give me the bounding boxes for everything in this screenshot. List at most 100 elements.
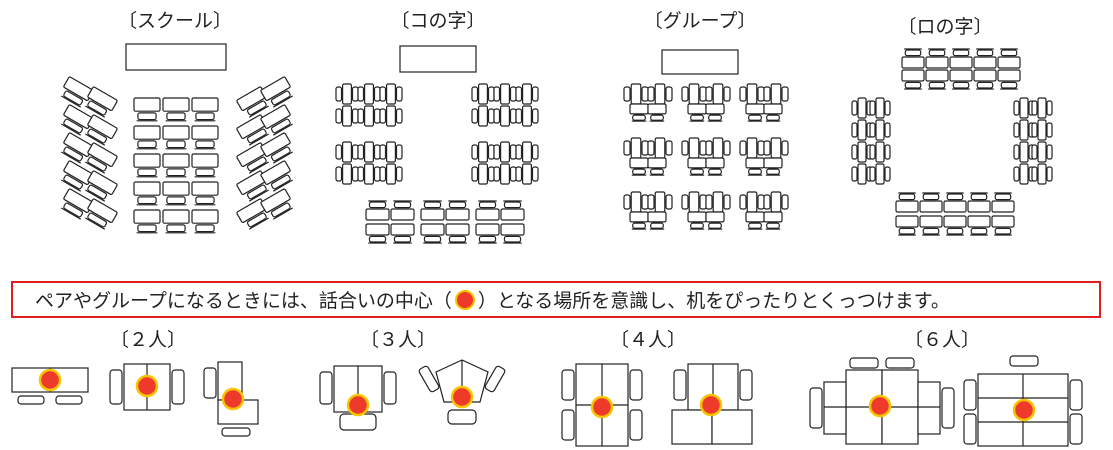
school-desk bbox=[191, 97, 219, 122]
desk-top bbox=[1037, 141, 1047, 163]
chair-seat bbox=[509, 166, 517, 182]
chair-seat bbox=[1013, 144, 1020, 160]
chair-seat bbox=[1031, 122, 1038, 138]
chair-seat bbox=[928, 81, 946, 89]
group-desk bbox=[745, 211, 765, 230]
school-desk bbox=[133, 97, 161, 122]
group-desk bbox=[763, 157, 783, 176]
chair-seat bbox=[195, 168, 215, 177]
ko-desk bbox=[335, 163, 359, 185]
ko-desk bbox=[335, 83, 359, 105]
ko-desk bbox=[357, 163, 381, 185]
ko-desk-bottom bbox=[475, 200, 500, 221]
chair-seat bbox=[884, 144, 891, 160]
group-layout bbox=[623, 83, 789, 230]
ro-desk-right bbox=[1031, 119, 1053, 141]
school-desk bbox=[191, 209, 219, 234]
school-desk-right bbox=[260, 160, 293, 192]
school-desk-left bbox=[85, 198, 118, 230]
chair-seat bbox=[137, 140, 157, 149]
desk-top bbox=[687, 157, 707, 169]
chair-seat bbox=[487, 166, 495, 182]
chair-back bbox=[272, 151, 293, 164]
desk-top bbox=[630, 83, 642, 105]
center-dot bbox=[868, 394, 892, 418]
chair-seat bbox=[379, 144, 387, 160]
desk-top bbox=[712, 137, 724, 159]
chair-seat bbox=[1013, 166, 1020, 182]
chair-seat bbox=[87, 100, 108, 116]
chair-seat bbox=[447, 409, 477, 425]
chair-seat bbox=[708, 168, 722, 175]
desk-top bbox=[341, 141, 353, 163]
desk-top bbox=[875, 119, 885, 141]
desk-top bbox=[647, 103, 667, 115]
chair-seat bbox=[869, 166, 876, 182]
chair-seat bbox=[335, 86, 343, 102]
desk-top bbox=[191, 181, 219, 196]
ro-desk-left bbox=[851, 97, 873, 119]
chair-seat bbox=[561, 409, 575, 441]
ko-desk bbox=[335, 105, 359, 127]
school-desk-right bbox=[260, 132, 293, 164]
chair-seat bbox=[781, 140, 789, 156]
center-dot bbox=[590, 395, 614, 419]
chair-seat bbox=[63, 146, 84, 162]
chair-seat bbox=[766, 168, 780, 175]
chair-seat bbox=[1069, 379, 1083, 411]
chair-seat bbox=[705, 140, 713, 156]
desk-top bbox=[901, 56, 925, 69]
ro-desk-right bbox=[1031, 163, 1053, 185]
desk-top bbox=[770, 137, 782, 159]
chair-seat bbox=[171, 369, 185, 405]
chair-seat bbox=[1046, 100, 1053, 116]
desk-top bbox=[967, 215, 991, 228]
ko-desk-bottom bbox=[390, 223, 415, 244]
label-six-people: 〔６人〕 bbox=[903, 329, 981, 351]
chair-seat bbox=[941, 387, 955, 429]
chair-seat bbox=[851, 100, 858, 116]
chair-seat bbox=[681, 86, 689, 102]
ro-desk-bottom bbox=[943, 215, 967, 236]
chair-seat bbox=[970, 193, 988, 201]
desk-top bbox=[87, 142, 118, 168]
desk-top bbox=[445, 208, 470, 221]
desk-top bbox=[499, 105, 511, 127]
chair-seat bbox=[869, 144, 876, 160]
school-desk-left bbox=[61, 104, 94, 136]
desk-top bbox=[943, 200, 967, 213]
chair-seat bbox=[757, 140, 765, 156]
chair-seat bbox=[1000, 49, 1018, 57]
center-dot bbox=[346, 393, 370, 417]
chair-seat bbox=[739, 194, 747, 210]
ro-desk-right bbox=[1013, 163, 1035, 185]
desk-top bbox=[385, 105, 397, 127]
desk-top bbox=[647, 211, 667, 223]
center-dot bbox=[1012, 398, 1036, 422]
chair-seat bbox=[351, 144, 359, 160]
ko-desk bbox=[493, 105, 517, 127]
desk-top bbox=[895, 200, 919, 213]
chair-seat bbox=[109, 369, 123, 405]
chair-seat bbox=[673, 369, 687, 401]
chair-seat bbox=[739, 86, 747, 102]
chair-seat bbox=[681, 194, 689, 210]
chair-seat bbox=[487, 144, 495, 160]
chair-seat bbox=[952, 49, 970, 57]
chair-seat bbox=[757, 86, 765, 102]
ko-desk bbox=[357, 105, 381, 127]
school-desk-right bbox=[260, 188, 293, 220]
school-desk bbox=[162, 125, 190, 150]
school-desk bbox=[162, 153, 190, 178]
chair-seat bbox=[373, 108, 381, 124]
chair-seat bbox=[632, 168, 646, 175]
chair-seat bbox=[487, 108, 495, 124]
school-desk-right bbox=[236, 86, 269, 118]
desk-top bbox=[477, 141, 489, 163]
desk-top bbox=[1019, 97, 1029, 119]
desk-top bbox=[901, 69, 925, 82]
chair-seat bbox=[690, 114, 704, 121]
desk-top bbox=[445, 223, 470, 236]
desk-top bbox=[87, 170, 118, 196]
ro-desk-left bbox=[851, 141, 873, 163]
